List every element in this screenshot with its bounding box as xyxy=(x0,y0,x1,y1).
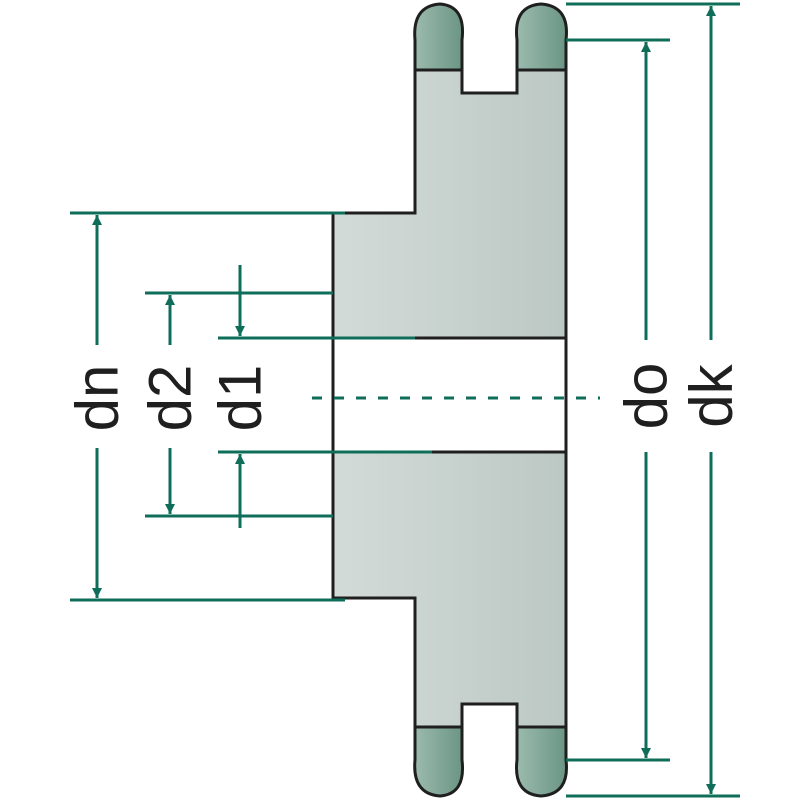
bore xyxy=(333,338,566,452)
label-dn: dn xyxy=(64,365,131,432)
label-dk: dk xyxy=(678,363,745,427)
label-d2: d2 xyxy=(137,365,204,432)
tooth-bottom-left xyxy=(413,725,465,798)
label-do: do xyxy=(613,363,680,430)
sprocket-body-lower xyxy=(331,450,568,729)
tooth-top-left xyxy=(413,2,465,72)
sprocket-body-upper xyxy=(331,68,568,340)
label-d1: d1 xyxy=(207,365,274,432)
tooth-bottom-right xyxy=(515,725,568,798)
tooth-top-right xyxy=(515,2,568,72)
